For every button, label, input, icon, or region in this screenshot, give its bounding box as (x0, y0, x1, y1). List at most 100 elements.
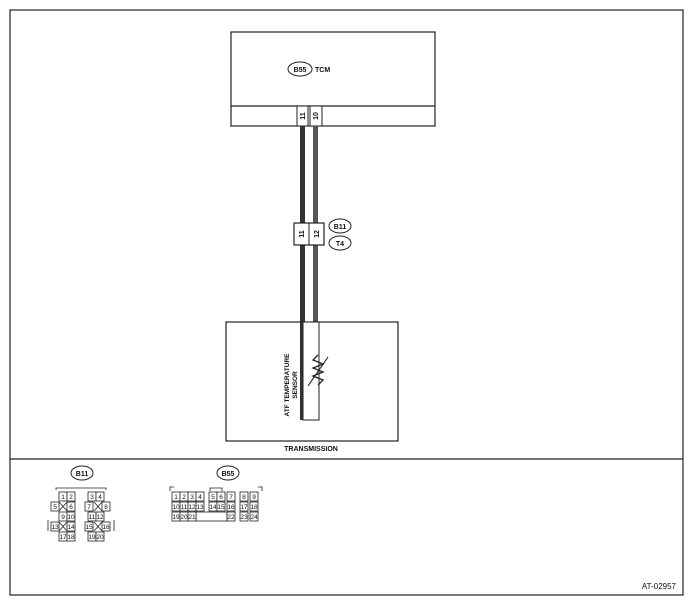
b11-housing (47, 487, 115, 531)
tcm-pin-b-label: 10 (313, 112, 320, 120)
thermistor-symbol (311, 354, 325, 386)
junction-bottom-label: T4 (336, 241, 344, 248)
junction-pin-b-label: 12 (314, 230, 321, 238)
b11-pin-7-cell (84, 501, 94, 512)
wire-1-upper (300, 126, 305, 223)
b11-pin-2-label: 2 (69, 494, 73, 501)
b55-pin-11-label: 11 (181, 504, 188, 511)
b55-pin-14-label: 14 (209, 504, 217, 511)
b55-view-label: B55 (222, 471, 235, 478)
b55-pin-18-label: 18 (250, 504, 258, 511)
tcm-box (230, 31, 436, 127)
b55-pin-5-label: 5 (211, 494, 215, 501)
b11-pin-6-label: 6 (69, 504, 73, 511)
b55-pin-13-cell (195, 501, 205, 512)
b11-pin-10-label: 10 (67, 514, 75, 521)
b11-pin-17-label: 17 (59, 534, 67, 541)
b11-pin-8-label: 8 (104, 504, 108, 511)
b55-pin-7-label: 7 (229, 494, 233, 501)
b55-pin-17-label: 17 (240, 504, 248, 511)
b55-pin-6-label: 6 (219, 494, 223, 501)
b55-pin-2-label: 2 (182, 494, 186, 501)
b55-pin-3-label: 3 (190, 494, 194, 501)
transmission-unit: ATF TEMPERATURE SENSOR TRANSMISSION (225, 321, 399, 453)
b55-pin-21-cell (187, 511, 197, 522)
b11-pin-7-label: 7 (87, 504, 91, 511)
blank-cavity-mark (58, 521, 68, 532)
sensor-label-line2: SENSOR (292, 371, 299, 399)
b11-pin-11-label: 11 (89, 514, 96, 521)
b55-pin-4-label: 4 (198, 494, 202, 501)
blank-cavity-mark (93, 501, 103, 512)
tcm-connector-label: B55 (294, 67, 307, 74)
b11-pin-16-cell (101, 521, 111, 532)
b55-pin-22-cell (226, 511, 236, 522)
figure-id: AT-02957 (642, 582, 677, 591)
b55-pin-1-label: 1 (174, 494, 178, 501)
junction-pin-a-label: 11 (299, 230, 306, 238)
b55-pin-22-label: 22 (227, 514, 235, 521)
b11-pin-1-label: 1 (61, 494, 65, 501)
b11-pin-9-label: 9 (61, 514, 65, 521)
b11-pin-19-label: 19 (88, 534, 96, 541)
b55-pin-23-cell (239, 511, 249, 522)
blank-cavity-mark (58, 501, 68, 512)
diagram-frame (9, 9, 684, 596)
b55-pin-20-label: 20 (180, 514, 188, 521)
tcm-pin-a-label: 11 (300, 112, 307, 120)
b11-pin-3-label: 3 (90, 494, 94, 501)
tcm-name: TCM (315, 67, 330, 74)
b55-pin-9-label: 9 (252, 494, 256, 501)
b11-pin-15-cell (84, 521, 94, 532)
b11-pin-10-cell (66, 511, 76, 522)
b55-pin-18-cell (249, 501, 259, 512)
b11-pin-14-label: 14 (67, 524, 75, 531)
b55-pin-17-cell (239, 501, 249, 512)
b55-pin-19-label: 19 (172, 514, 180, 521)
b11-pin-12-label: 12 (96, 514, 104, 521)
wire-2-lower (313, 245, 318, 322)
b55-pin-16-cell (226, 501, 236, 512)
b55-pin-10-label: 10 (172, 504, 180, 511)
junction-top-badge (328, 218, 352, 234)
wire-2-upper (313, 126, 318, 223)
b11-pin-13-label: 13 (51, 524, 59, 531)
junction-bottom-badge (328, 235, 352, 251)
b55-pin-21-label: 21 (188, 514, 196, 521)
b11-pin-15-label: 15 (85, 524, 93, 531)
b55-pin-8-label: 8 (242, 494, 246, 501)
atf-sensor-body (302, 321, 320, 421)
b11-pin-12-cell (95, 511, 105, 522)
b55-pin-24-cell (249, 511, 259, 522)
b55-view-badge (216, 465, 240, 481)
b11-view-label: B11 (76, 471, 89, 478)
tcm-module: B55 TCM 11 10 (230, 31, 436, 127)
b11-pin-16-label: 16 (102, 524, 110, 531)
thermistor-arrow (307, 356, 329, 387)
b55-housing (169, 486, 263, 491)
transmission-label: TRANSMISSION (284, 446, 338, 453)
b55-pin-9-cell (249, 491, 259, 502)
b55-pin-6-cell (216, 491, 226, 502)
b55-pin-8-cell (239, 491, 249, 502)
b11-pin-13-cell (50, 521, 60, 532)
b11-pin-18-label: 18 (67, 534, 75, 541)
b11-pin-4-label: 4 (98, 494, 102, 501)
b55-blank-block (195, 511, 228, 522)
junction-connector: 11 12 B11 T4 (293, 218, 352, 251)
b11-pin-4-cell (95, 491, 105, 502)
tcm-connector-badge (287, 61, 313, 77)
junction-top-label: B11 (334, 224, 347, 231)
b11-view-badge (70, 465, 94, 481)
b55-pin-24-label: 24 (250, 514, 258, 521)
blank-cavity-mark (93, 521, 103, 532)
b11-pin-5-label: 5 (53, 504, 57, 511)
b11-pin-6-cell (66, 501, 76, 512)
b55-pin-12-label: 12 (188, 504, 196, 511)
b11-pin-20-cell (95, 531, 105, 542)
